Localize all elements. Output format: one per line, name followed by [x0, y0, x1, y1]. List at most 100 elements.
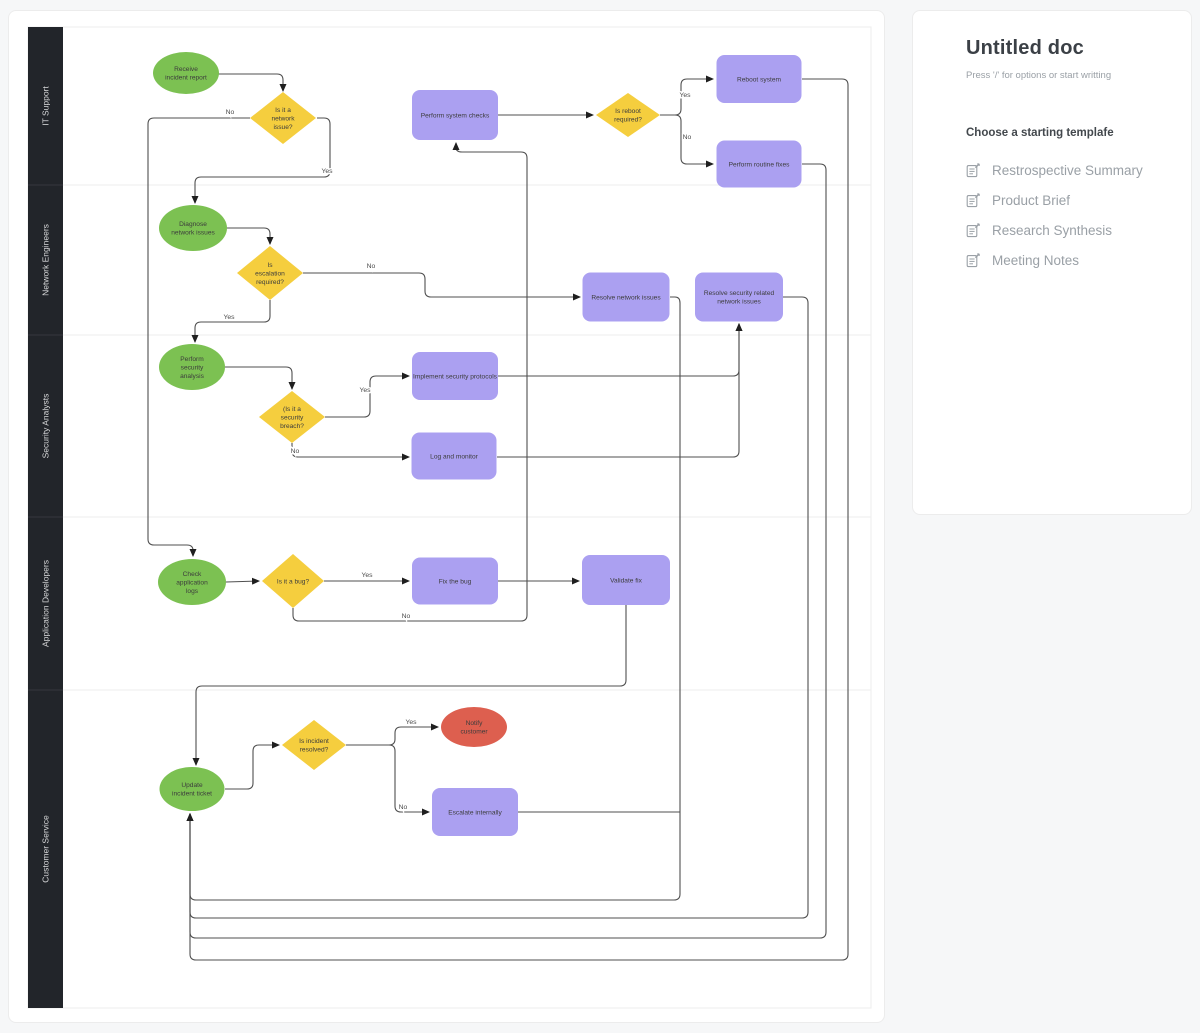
templates-heading: Choose a starting templafe — [966, 127, 1114, 139]
edge-label-breach-no: No — [291, 448, 300, 455]
lane-label-it-support[interactable]: IT Support — [41, 86, 51, 126]
node-label: Log and monitor — [430, 453, 478, 460]
edge-diagnose-to-escalation — [227, 227, 274, 245]
edge-label-resolved-yes: Yes — [405, 719, 417, 726]
doc-title-input[interactable]: Untitled doc — [966, 37, 1084, 59]
node-label: Escalate internally — [448, 809, 502, 816]
lane-label-network-engineers[interactable]: Network Engineers — [41, 224, 51, 296]
edge-network-decision-yes — [191, 117, 331, 204]
edge-receive-to-network-decision — [218, 73, 287, 92]
template-doc-icon — [966, 222, 980, 237]
edge-label-escalation-yes: Yes — [223, 314, 235, 321]
edge-label-bug-no: No — [402, 613, 411, 620]
node-label: Resolve network issues — [591, 294, 661, 301]
node-implement-security-protocols[interactable]: Implement security protocols — [412, 352, 498, 400]
node-resolve-network-issues[interactable]: Resolve network issues — [582, 272, 670, 322]
template-item-product-brief[interactable]: Product Brief — [966, 185, 1191, 215]
edge-label-breach-yes: Yes — [359, 387, 371, 394]
node-bug-decision[interactable]: Is it a bug? — [262, 554, 324, 608]
template-item-label: Meeting Notes — [992, 252, 1080, 268]
template-doc-icon — [966, 162, 980, 177]
edge-routine-fixes-loop — [186, 163, 827, 939]
edge-resolve-network-loop — [186, 296, 681, 901]
lane-label-customer-service[interactable]: Customer Service — [41, 815, 51, 883]
node-label: Implement security protocols — [413, 373, 498, 380]
edge-label-network-decision-yes: Yes — [321, 168, 333, 175]
edge-reboot-no — [660, 114, 714, 168]
edge-resolve-security-loop — [186, 296, 809, 919]
edge-network-decision-no — [147, 117, 250, 557]
edge-breach-no — [291, 443, 410, 461]
node-label: Is it a bug? — [277, 578, 310, 585]
doc-body-placeholder[interactable]: Press '/' for options or start writting — [966, 70, 1112, 81]
edge-implement-to-resolve-security — [498, 323, 743, 377]
node-label: Perform system checks — [421, 112, 490, 119]
edge-resolved-yes — [346, 723, 439, 746]
edge-update-to-resolved — [225, 741, 280, 790]
edge-logs-to-bug-decision — [225, 577, 260, 585]
template-item-label: Research Synthesis — [992, 222, 1113, 238]
template-item-meeting-notes[interactable]: Meeting Notes — [966, 245, 1191, 275]
edge-label-reboot-yes: Yes — [679, 92, 691, 99]
node-validate-fix[interactable]: Validate fix — [582, 555, 670, 605]
template-item-label: Restrospective Summary — [992, 162, 1143, 178]
node-escalate-internally[interactable]: Escalate internally — [432, 788, 518, 836]
edge-bug-no — [292, 142, 528, 622]
edge-label-escalation-no: No — [367, 263, 376, 270]
template-doc-icon — [966, 192, 980, 207]
edge-log-monitor-to-resolve-security — [497, 323, 743, 458]
node-label: Reboot system — [737, 76, 781, 83]
node-fix-the-bug[interactable]: Fix the bug — [412, 557, 498, 605]
edge-resolved-no — [346, 744, 430, 816]
edge-label-bug-yes: Yes — [361, 572, 373, 579]
template-list: Restrospective Summary Product Brief — [966, 155, 1191, 275]
template-doc-icon — [966, 252, 980, 267]
edge-reboot-yes — [660, 75, 714, 116]
template-item-research-synthesis[interactable]: Research Synthesis — [966, 215, 1191, 245]
node-perform-system-checks[interactable]: Perform system checks — [412, 90, 498, 140]
edge-label-network-decision-no: No — [226, 109, 235, 116]
node-label: Perform routine fixes — [729, 161, 791, 168]
node-perform-routine-fixes[interactable]: Perform routine fixes — [716, 140, 802, 188]
template-item-label: Product Brief — [992, 192, 1071, 208]
node-reboot-system[interactable]: Reboot system — [716, 55, 802, 103]
edge-label-reboot-no: No — [683, 134, 692, 141]
edge-validate-to-update — [192, 605, 627, 766]
node-log-and-monitor[interactable]: Log and monitor — [411, 432, 497, 480]
node-label: Fix the bug — [439, 578, 472, 585]
template-item-retrospective-summary[interactable]: Restrospective Summary — [966, 155, 1191, 185]
lane-label-security-analysts[interactable]: Security Analysts — [41, 394, 51, 459]
node-label: Validate fix — [610, 577, 642, 584]
doc-panel: Untitled doc Press '/' for options or st… — [912, 10, 1192, 515]
edge-security-analysis-to-breach — [225, 366, 296, 390]
edge-escalation-yes — [191, 300, 271, 343]
lane-label-application-developers[interactable]: Application Developers — [41, 560, 51, 647]
edge-reboot-system-loop — [186, 78, 849, 961]
edge-breach-yes — [325, 372, 410, 418]
